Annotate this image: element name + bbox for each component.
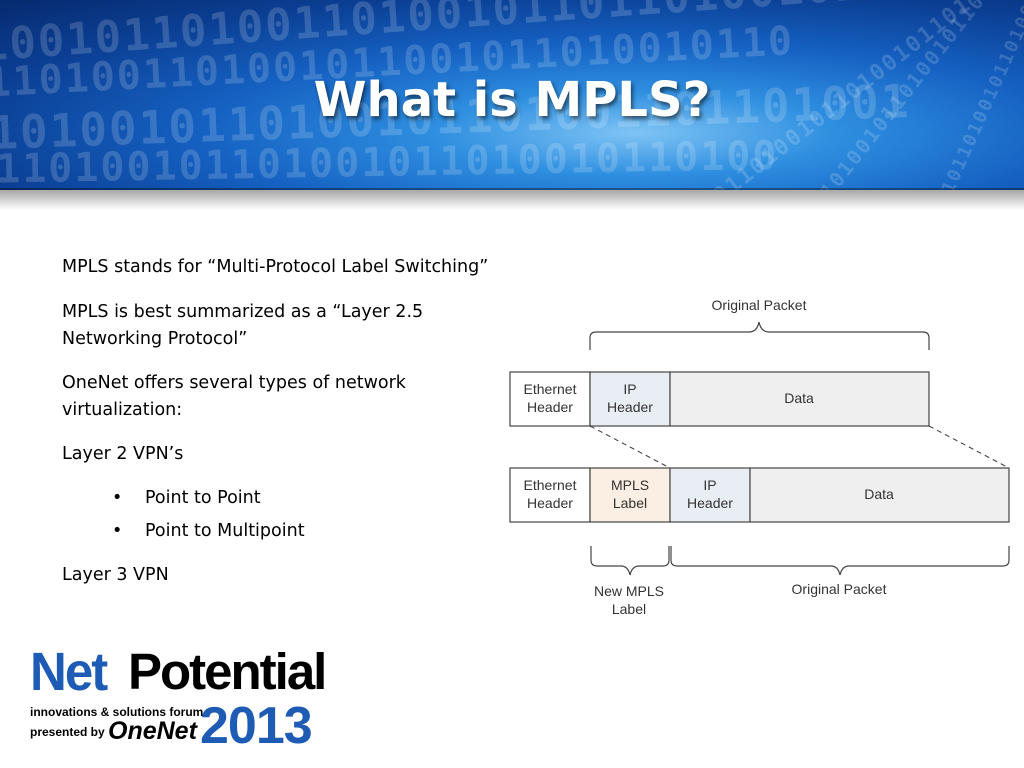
top-brace (589, 321, 930, 350)
row1-ethernet-line1: Ethernet (524, 381, 577, 397)
bottom-left-label-line2: Label (612, 601, 646, 617)
banner-shadow (0, 188, 1024, 210)
logo-year: 2013 (200, 697, 313, 755)
bottom-right-brace (670, 546, 1010, 576)
dashed-connector-left (589, 425, 671, 469)
slide-title: What is MPLS? (313, 72, 711, 128)
body-text-line: MPLS is best summarized as a “Layer 2.5 (62, 302, 424, 322)
row2-ethernet-line1: Ethernet (524, 477, 577, 493)
bullet-item: • Point to Multipoint (112, 519, 305, 543)
bullet-text: Point to Multipoint (145, 521, 305, 541)
bottom-left-brace (590, 546, 670, 576)
bottom-left-label-line1: New MPLS (594, 583, 664, 599)
row1-ip-box (589, 371, 671, 427)
body-text-line: OneNet offers several types of network (62, 373, 406, 393)
row1-ip-line2: Header (607, 399, 653, 415)
title-banner: 1001011010011010010110110100101 01101001… (0, 0, 1024, 190)
dashed-connector-right (928, 425, 1010, 469)
row2-data-label: Data (864, 486, 894, 502)
row2-ethernet-line2: Header (527, 495, 573, 511)
row1-ethernet-box (509, 371, 591, 427)
row1-ethernet-line2: Header (527, 399, 573, 415)
row2-ip-box (669, 467, 751, 523)
row2-mpls-line2: Label (613, 495, 647, 511)
bullet-glyph: • (112, 488, 123, 508)
row2-data-box (749, 467, 1010, 523)
logo-onenet: OneNet (108, 717, 197, 745)
logo-presented-by: presented by (30, 725, 105, 739)
bullet-text: Point to Point (145, 488, 261, 508)
logo-net-word: Net (30, 641, 108, 702)
body-text-line: virtualization: (62, 400, 183, 420)
body-text-line: Networking Protocol” (62, 329, 248, 349)
row1-data-label: Data (784, 390, 814, 406)
body-text-line: MPLS stands for “Multi-Protocol Label Sw… (62, 257, 489, 277)
bullet-item: • Point to Point (112, 486, 261, 510)
bottom-right-label: Original Packet (792, 581, 887, 597)
row1-ip-line1: IP (623, 381, 636, 397)
body-text-line: Layer 2 VPN’s (62, 444, 184, 464)
body-text-line: Layer 3 VPN (62, 565, 169, 585)
row2-mpls-line1: MPLS (611, 477, 649, 493)
netpotential-logo: Net Potential innovations & solutions fo… (28, 642, 328, 755)
logo-tagline: innovations & solutions forum (30, 705, 204, 719)
row2-mpls-box (589, 467, 671, 523)
row2-ip-line1: IP (703, 477, 716, 493)
logo-potential-word: Potential (128, 643, 327, 700)
bullet-glyph: • (112, 521, 123, 541)
mpls-packet-diagram: Original Packet Ethernet Header IP Heade… (509, 297, 1010, 617)
row2-ip-line2: Header (687, 495, 733, 511)
top-brace-label: Original Packet (712, 297, 807, 313)
row1-data-box (669, 371, 930, 427)
